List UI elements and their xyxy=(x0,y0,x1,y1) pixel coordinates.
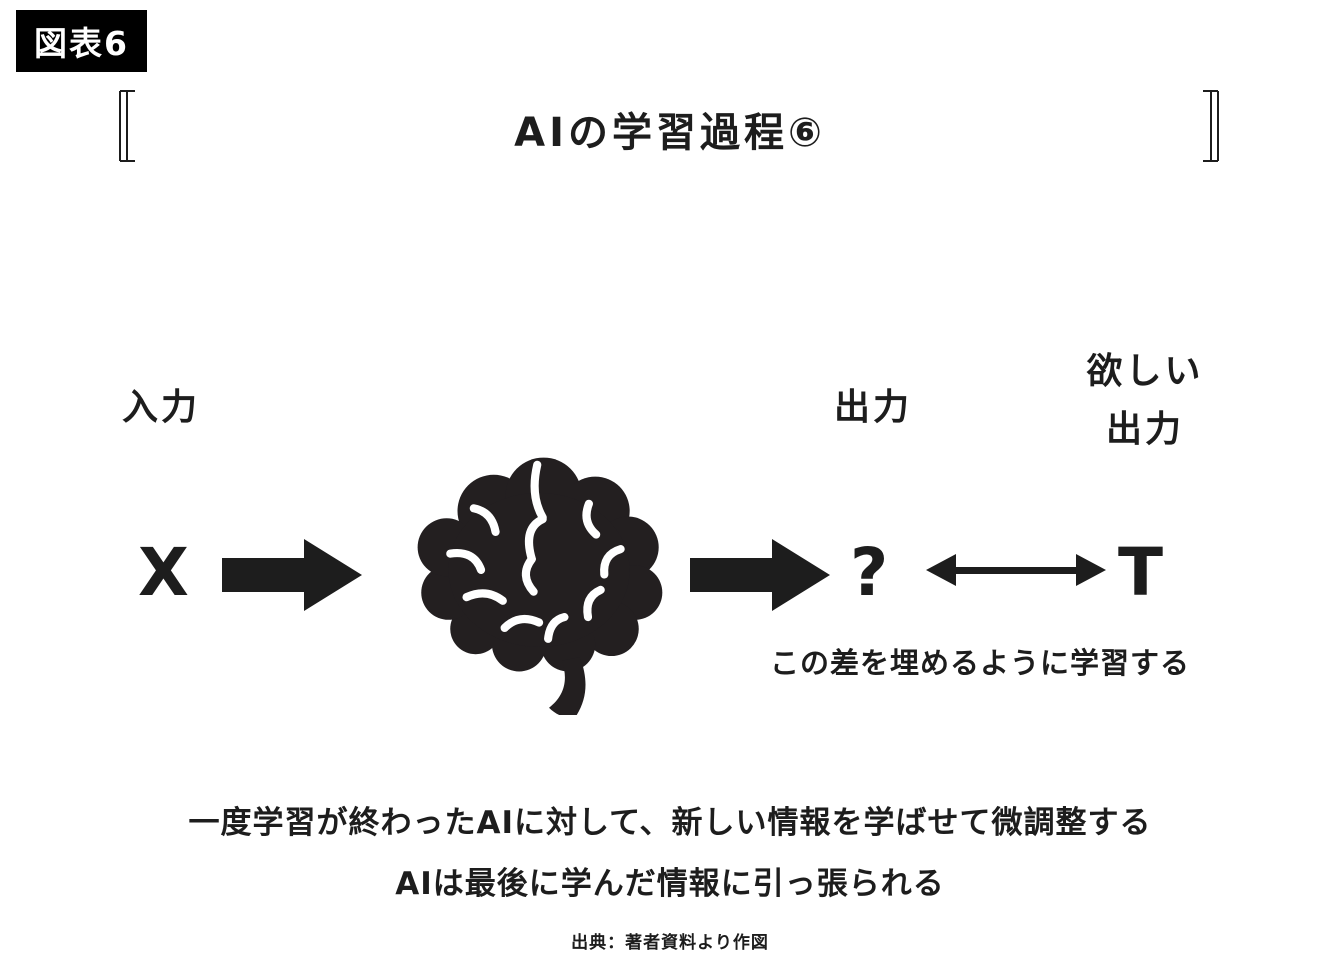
brain-icon xyxy=(385,443,675,715)
input-symbol: X xyxy=(138,534,189,611)
arrow-right-icon xyxy=(222,537,362,613)
caption-line-1: 一度学習が終わったAIに対して、新しい情報を学ばせて微調整する xyxy=(188,805,1152,841)
source-credit: 出典：著者資料より作図 xyxy=(571,933,769,953)
desired-output-label-line1: 欲しい xyxy=(1086,351,1204,392)
gap-note: この差を埋めるように学習する xyxy=(769,646,1190,680)
bracket-left-icon xyxy=(118,90,136,162)
desired-output-symbol: T xyxy=(1118,534,1164,611)
bracket-right-icon xyxy=(1202,90,1220,162)
input-label: 入力 xyxy=(122,387,201,428)
desired-output-label: 欲しい 出力 xyxy=(1055,343,1235,458)
double-arrow-icon xyxy=(926,548,1106,592)
caption-line-2: AIは最後に学んだ情報に引っ張られる xyxy=(395,866,945,902)
figure-title: AIの学習過程⑥ xyxy=(514,110,826,156)
arrow-right-icon xyxy=(690,537,830,613)
output-symbol: ? xyxy=(850,534,889,611)
desired-output-label-line2: 出力 xyxy=(1105,408,1184,450)
output-label: 出力 xyxy=(834,387,913,428)
figure-badge: 図表6 xyxy=(16,10,147,72)
